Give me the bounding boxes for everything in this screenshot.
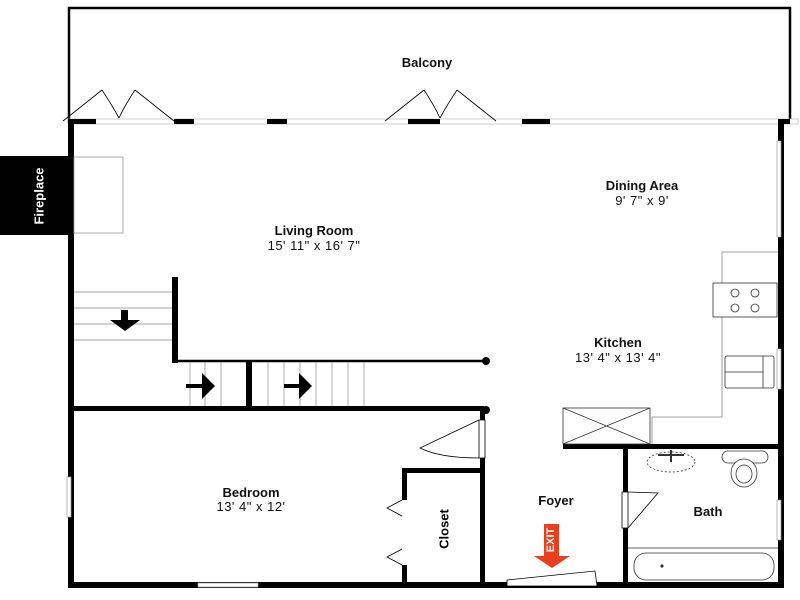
room-label-living-room: Living Room bbox=[274, 223, 354, 238]
fireplace bbox=[0, 156, 68, 235]
arrow-right-icon bbox=[186, 373, 215, 399]
refrigerator bbox=[562, 407, 651, 445]
room-label-closet: Closet bbox=[436, 509, 452, 549]
interior-walls bbox=[74, 406, 784, 586]
bath-door bbox=[621, 491, 659, 529]
bath-sink bbox=[646, 450, 696, 473]
hearth bbox=[73, 156, 124, 234]
toilet bbox=[721, 450, 769, 488]
front-door bbox=[506, 570, 598, 587]
closet-door bbox=[386, 499, 403, 566]
top-wall bbox=[67, 118, 799, 125]
exit-label: EXIT bbox=[545, 527, 557, 553]
room-label-kitchen: Kitchen bbox=[594, 335, 642, 350]
balcony-french-doors bbox=[97, 90, 175, 121]
kitchen-sink bbox=[724, 355, 775, 389]
bedroom-door bbox=[419, 419, 486, 459]
room-size-kitchen: 13' 4" x 13' 4" bbox=[574, 350, 662, 365]
stove bbox=[712, 282, 778, 318]
room-label-bath: Bath bbox=[693, 504, 723, 519]
room-size-bedroom: 13' 4" x 12' bbox=[216, 499, 286, 514]
balcony-door-right bbox=[384, 89, 497, 122]
bathtub bbox=[628, 547, 778, 581]
arrow-right-icon bbox=[284, 373, 312, 399]
room-label-bedroom: Bedroom bbox=[222, 485, 280, 500]
kitchen-counter bbox=[651, 251, 778, 444]
room-label-foyer: Foyer bbox=[538, 493, 574, 508]
windows bbox=[66, 140, 782, 588]
room-size-dining-area: 9' 7" x 9' bbox=[615, 193, 669, 208]
staircase bbox=[74, 277, 490, 409]
fireplace-label: Fireplace bbox=[31, 167, 47, 225]
room-label-dining-area: Dining Area bbox=[605, 178, 679, 193]
balcony-door-left bbox=[62, 89, 175, 122]
balcony-door-left-2 bbox=[96, 90, 174, 121]
room-label-balcony: Balcony bbox=[401, 55, 453, 70]
exit-arrow-icon bbox=[534, 524, 570, 568]
room-size-living-room: 15' 11" x 16' 7" bbox=[267, 238, 361, 253]
arrow-down-icon bbox=[110, 310, 140, 331]
